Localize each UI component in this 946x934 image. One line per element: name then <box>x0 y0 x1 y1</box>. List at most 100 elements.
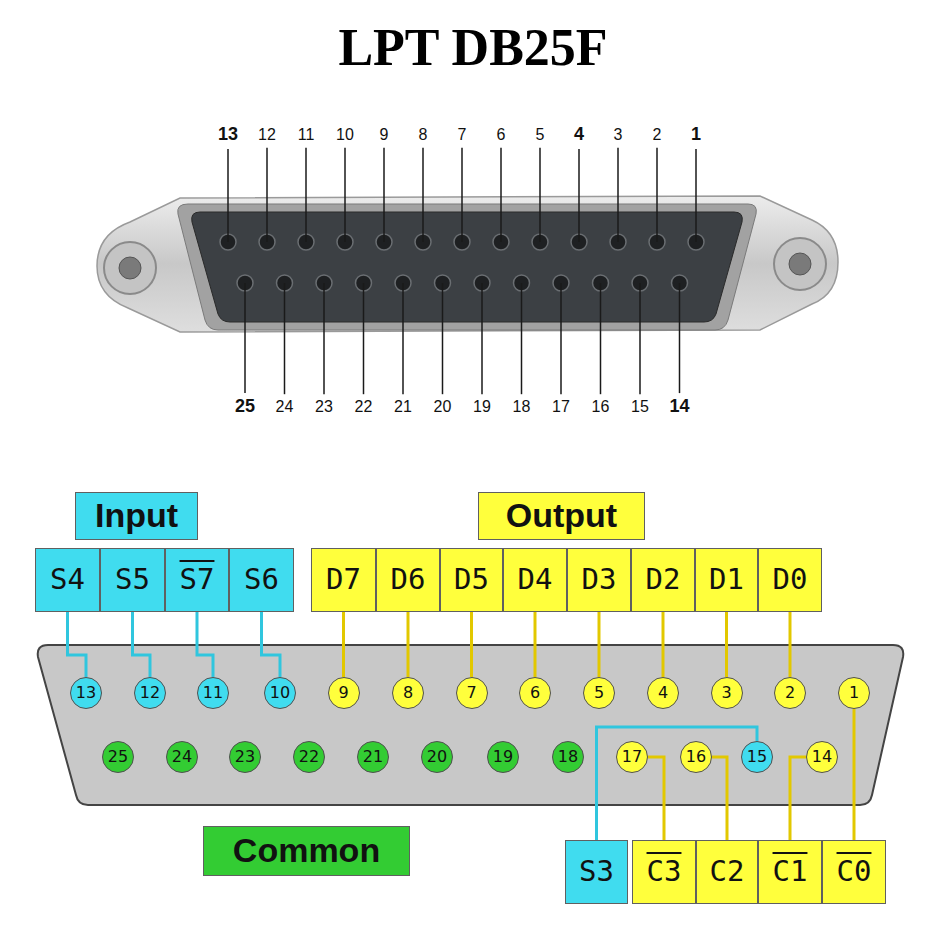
signal-box: C2 <box>696 840 758 904</box>
signal-box: D4 <box>503 548 567 612</box>
signal-box: C1 <box>758 840 822 904</box>
leader-line <box>617 148 619 242</box>
pin-number: 18 <box>558 748 578 766</box>
pin-number-label: 22 <box>355 398 373 416</box>
pin-number-label: 15 <box>631 398 649 416</box>
pin-circle: 4 <box>647 677 679 709</box>
signal-wire <box>790 757 806 840</box>
signal-box: D3 <box>567 548 631 612</box>
pin-number: 23 <box>235 748 255 766</box>
pin-circle: 17 <box>616 741 648 773</box>
signal-box: D0 <box>758 548 822 612</box>
pin-circle: 10 <box>264 677 296 709</box>
pin-number: 15 <box>747 748 767 766</box>
signal-name: C2 <box>710 856 745 888</box>
pin-number: 4 <box>658 684 668 702</box>
screw-nut <box>774 238 826 290</box>
pin-number: 17 <box>622 748 642 766</box>
pin-number-label: 8 <box>419 126 428 144</box>
pin-circle: 5 <box>583 677 615 709</box>
leader-line <box>679 283 681 393</box>
pin-number: 24 <box>172 748 192 766</box>
diagram-title: LPT DB25F <box>338 19 607 76</box>
pin-number: 20 <box>427 748 447 766</box>
signal-box: S7 <box>165 548 229 612</box>
pin-number: 9 <box>338 684 348 702</box>
pin-number: 25 <box>108 748 128 766</box>
screw-nut <box>104 242 156 294</box>
pin-number-label: 25 <box>235 397 255 417</box>
pin-circle: 12 <box>134 677 166 709</box>
leader-line <box>600 283 602 394</box>
screw-hole <box>119 257 141 279</box>
pin-number-label: 23 <box>315 398 333 416</box>
signal-name: C0 <box>837 856 872 888</box>
pin-number-label: 19 <box>473 398 491 416</box>
pin-circle: 19 <box>487 741 519 773</box>
pin-number-label: 10 <box>336 126 354 144</box>
pin-circle: 14 <box>806 741 838 773</box>
pin-circle: 23 <box>229 741 261 773</box>
pin-number: 16 <box>686 748 706 766</box>
group-heading-box: Output <box>478 492 645 540</box>
signal-wire <box>133 612 151 677</box>
pin-circle: 15 <box>741 741 773 773</box>
pin-number: 11 <box>203 684 223 702</box>
pin-circle: 18 <box>552 741 584 773</box>
pin-circle: 6 <box>519 677 551 709</box>
signal-box: D5 <box>440 548 503 612</box>
leader-line <box>461 148 463 242</box>
pin-number: 12 <box>140 684 160 702</box>
signal-wire <box>262 612 281 677</box>
screw-hole <box>789 253 811 275</box>
leader-line <box>422 148 424 242</box>
signal-name: S7 <box>180 564 215 596</box>
leader-line <box>266 148 268 242</box>
leader-line <box>656 148 658 242</box>
signal-name: S5 <box>115 564 150 596</box>
pin-number-label: 9 <box>380 126 389 144</box>
signal-name: C1 <box>773 856 808 888</box>
signal-name: C3 <box>647 856 682 888</box>
signal-wire <box>789 612 792 677</box>
pin-number-label: 3 <box>614 126 623 144</box>
pin-number-label: 17 <box>552 398 570 416</box>
pin-number: 3 <box>721 684 731 702</box>
leader-line <box>639 283 641 394</box>
insulator <box>192 212 743 322</box>
signal-name: D1 <box>709 564 744 596</box>
signal-box: C3 <box>632 840 696 904</box>
signal-wire <box>662 612 665 677</box>
pin-circle: 7 <box>456 677 488 709</box>
pin-number: 8 <box>403 684 413 702</box>
signal-wire <box>68 612 87 677</box>
pin-number-label: 21 <box>394 398 412 416</box>
pin-number: 14 <box>812 748 832 766</box>
group-name: Input <box>95 497 178 534</box>
signal-wire <box>648 757 664 840</box>
signal-box: S3 <box>565 840 628 904</box>
signal-box: D2 <box>631 548 695 612</box>
leader-line <box>578 149 580 242</box>
leader-line <box>521 283 523 394</box>
leader-lines <box>228 148 696 394</box>
pin-number: 22 <box>299 748 319 766</box>
signal-name: D4 <box>518 564 553 596</box>
signal-box: D6 <box>376 548 440 612</box>
pin-number: 10 <box>270 684 290 702</box>
leader-line <box>323 283 325 394</box>
leader-line <box>402 283 404 394</box>
signal-box: D7 <box>311 548 376 612</box>
signal-name: D3 <box>582 564 617 596</box>
pin-number-label: 11 <box>298 126 315 144</box>
pin-holes <box>220 234 704 291</box>
pin-circle: 13 <box>70 677 102 709</box>
pin-number-label: 14 <box>669 397 689 417</box>
pin-number-label: 24 <box>276 398 294 416</box>
pin-number: 7 <box>466 684 476 702</box>
pin-number-label: 4 <box>574 125 584 145</box>
leader-line <box>305 148 307 242</box>
leader-line <box>695 149 697 242</box>
